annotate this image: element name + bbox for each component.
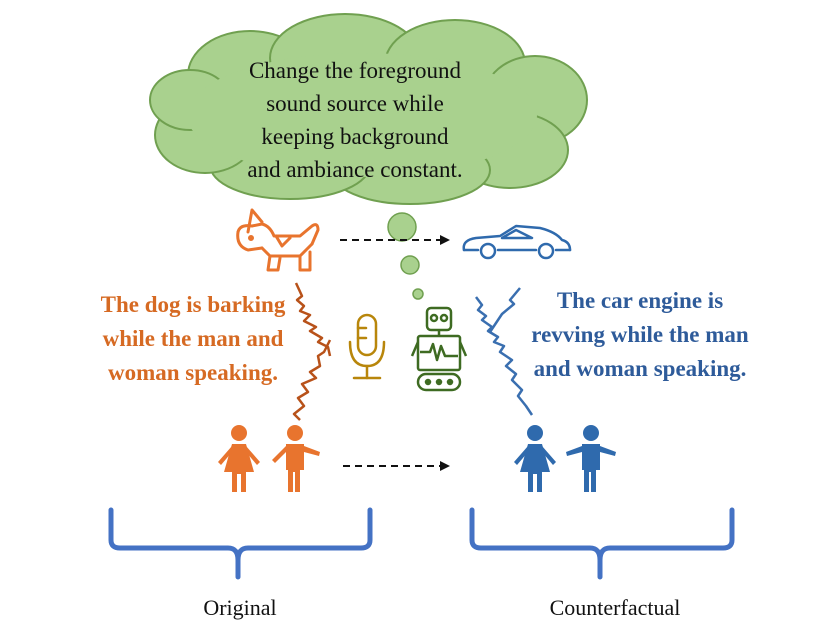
robot-icon <box>410 306 468 392</box>
brace-icon <box>108 507 735 580</box>
microphone-icon <box>348 313 386 380</box>
thought-cloud <box>149 13 588 205</box>
car-icon <box>462 224 572 260</box>
thought-bubbles <box>387 212 424 300</box>
original-label: Original <box>203 595 277 620</box>
cloud-line-2: sound source while <box>266 91 444 116</box>
arrow-icon <box>340 235 450 471</box>
cloud-line-1: Change the foreground <box>248 58 462 83</box>
dog-icon <box>236 208 320 272</box>
people-icon <box>218 425 320 492</box>
people-icon-blue <box>514 425 616 492</box>
cloud-line-3: keeping background <box>261 124 449 149</box>
cloud-text: Change the foreground sound source while… <box>190 54 520 186</box>
counterfactual-caption: The car engine is revving while the man … <box>531 288 749 381</box>
cloud-line-4: and ambiance constant. <box>247 157 463 182</box>
counterfactual-label: Counterfactual <box>549 595 681 620</box>
original-caption: The dog is barking while the man and wom… <box>100 292 286 385</box>
sound-wave-icon <box>292 282 534 421</box>
